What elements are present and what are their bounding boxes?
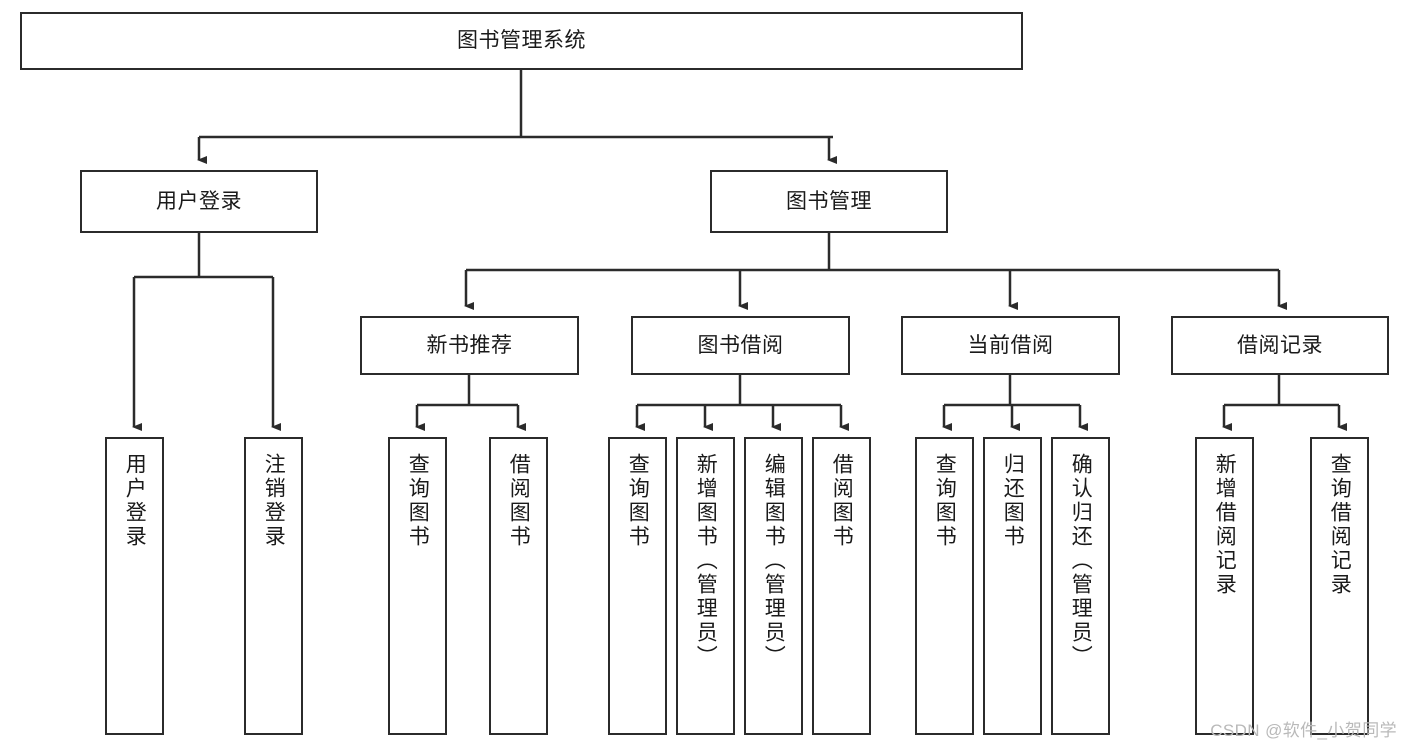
leaf-confirm-return-admin-label: 确认归还（管理员） [1069, 453, 1093, 669]
leaf-edit-book-admin[interactable]: 编辑图书（管理员） [744, 437, 803, 735]
leaf-add-borrow-record-label: 新增借阅记录 [1213, 453, 1237, 597]
node-book-management[interactable]: 图书管理 [710, 170, 948, 233]
leaf-borrow-book[interactable]: 借阅图书 [812, 437, 871, 735]
watermark-text: CSDN @软件_小贺同学 [1210, 721, 1397, 740]
wire-group-current-borrow [942, 375, 1088, 431]
leaf-user-login[interactable]: 用户登录 [105, 437, 164, 735]
node-root[interactable]: 图书管理系统 [20, 12, 1023, 70]
node-borrow-record-label: 借阅记录 [1237, 333, 1323, 357]
leaf-add-book-admin-label: 新增图书（管理员） [694, 453, 718, 669]
leaf-logout-label: 注销登录 [262, 453, 286, 549]
node-book-borrow-label: 图书借阅 [697, 333, 784, 357]
wire-group-root [197, 70, 837, 164]
node-current-borrow-label: 当前借阅 [967, 333, 1054, 357]
node-borrow-record[interactable]: 借阅记录 [1171, 316, 1389, 375]
leaf-query-book-recommend-label: 查询图书 [406, 453, 430, 549]
leaf-add-book-admin[interactable]: 新增图书（管理员） [676, 437, 735, 735]
leaf-query-book-borrow[interactable]: 查询图书 [608, 437, 667, 735]
leaf-logout[interactable]: 注销登录 [244, 437, 303, 735]
node-book-management-label: 图书管理 [786, 189, 872, 213]
wire-group-borrow [635, 375, 849, 431]
leaf-borrow-book-label: 借阅图书 [830, 453, 854, 549]
wire-group-new-book [415, 375, 526, 431]
leaf-return-book[interactable]: 归还图书 [983, 437, 1042, 735]
leaf-query-book-recommend[interactable]: 查询图书 [388, 437, 447, 735]
leaf-query-book-borrow-label: 查询图书 [626, 453, 650, 549]
leaf-query-borrow-record[interactable]: 查询借阅记录 [1310, 437, 1369, 735]
leaf-add-borrow-record[interactable]: 新增借阅记录 [1195, 437, 1254, 735]
node-user-login[interactable]: 用户登录 [80, 170, 318, 233]
leaf-return-book-label: 归还图书 [1001, 453, 1025, 549]
leaf-user-login-label: 用户登录 [123, 453, 147, 549]
node-root-label: 图书管理系统 [457, 29, 586, 53]
leaf-borrow-book-recommend[interactable]: 借阅图书 [489, 437, 548, 735]
wire-group-book-manage [464, 233, 1287, 310]
node-new-book-recommend[interactable]: 新书推荐 [360, 316, 579, 375]
leaf-borrow-book-recommend-label: 借阅图书 [507, 453, 531, 549]
leaf-query-book-current[interactable]: 查询图书 [915, 437, 974, 735]
node-user-login-label: 用户登录 [156, 189, 242, 213]
node-new-book-recommend-label: 新书推荐 [426, 333, 513, 357]
leaf-query-borrow-record-label: 查询借阅记录 [1328, 453, 1352, 597]
wire-group-borrow-record [1222, 375, 1347, 431]
node-current-borrow[interactable]: 当前借阅 [901, 316, 1120, 375]
wire-group-user-login [132, 233, 281, 431]
leaf-confirm-return-admin[interactable]: 确认归还（管理员） [1051, 437, 1110, 735]
leaf-query-book-current-label: 查询图书 [933, 453, 957, 549]
node-book-borrow[interactable]: 图书借阅 [631, 316, 850, 375]
leaf-edit-book-admin-label: 编辑图书（管理员） [762, 453, 786, 669]
